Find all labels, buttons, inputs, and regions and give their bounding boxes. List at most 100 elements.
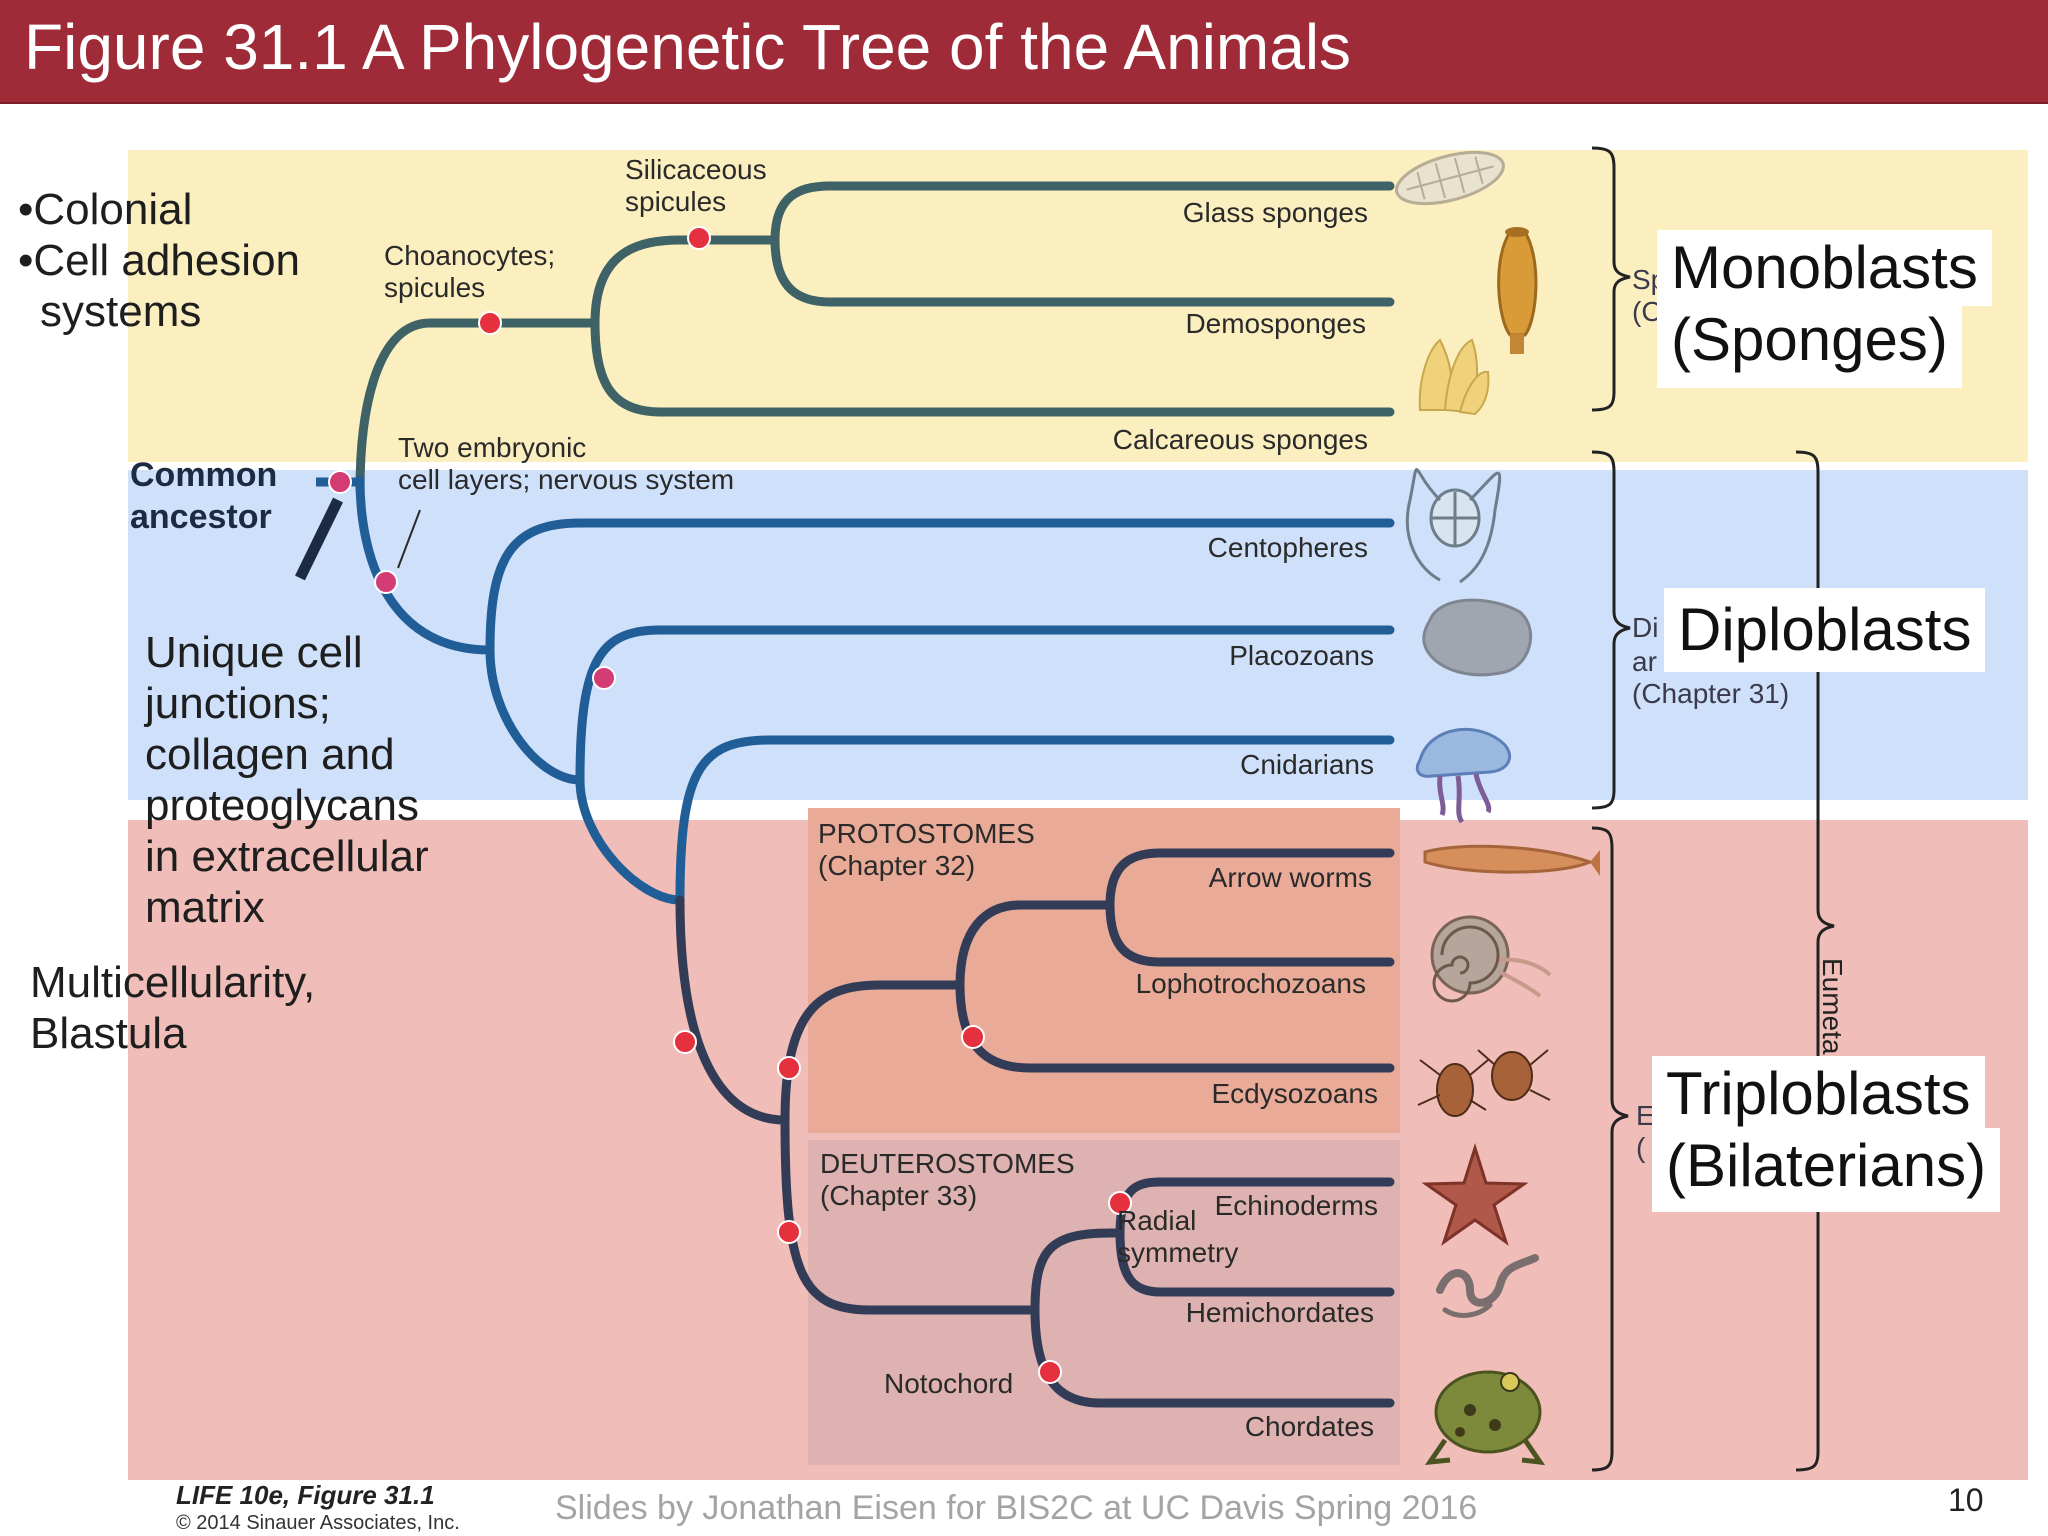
taxon-cnidarians: Cnidarians	[1240, 749, 1374, 780]
footer-book-title: LIFE 10e, Figure 31.1	[176, 1480, 435, 1510]
note-cell-adhesion-1: •Cell adhesion	[18, 236, 301, 285]
bracket-partial-diplo-3: (Chapter 31)	[1632, 678, 1790, 709]
branch-ambulacraria	[1030, 1228, 1125, 1315]
node-choanocytes	[478, 311, 502, 335]
diploblast-bracket	[1591, 450, 1631, 810]
note-cell-adhesion-2: systems	[40, 287, 202, 336]
triploblast-bracket	[1591, 826, 1629, 1472]
note-colonial: •Colonial	[18, 185, 193, 234]
common-ancestor-label-1: Common	[130, 456, 278, 494]
chordate-icon	[1424, 1370, 1546, 1466]
note-multicellularity-1: Multicellularity,	[30, 958, 316, 1007]
node-notochord	[1038, 1360, 1062, 1384]
node-radial-symmetry	[1108, 1191, 1132, 1215]
triploblasts-box-line1: Triploblasts	[1652, 1056, 1985, 1132]
branch-hemichordates	[1115, 1228, 1395, 1297]
ecdysozoan-icon	[1417, 1049, 1551, 1117]
echinoderm-icon	[1421, 1142, 1529, 1246]
trait-notochord: Notochord	[884, 1368, 1014, 1399]
node-common-ancestor	[328, 470, 352, 494]
footer-credit: Slides by Jonathan Eisen for BIS2C at UC…	[555, 1489, 1478, 1527]
branch-glass-demo	[770, 181, 1395, 245]
cnidarian-icon	[1415, 727, 1511, 824]
title-bar	[0, 0, 2048, 104]
taxon-arrow-worms: Arrow worms	[1208, 862, 1372, 893]
branch-echinoderms	[1115, 1177, 1395, 1238]
bracket-partial-diplo-2: ar	[1632, 646, 1657, 677]
node-placozoa	[592, 666, 616, 690]
branch-proto-inner	[955, 900, 1115, 990]
branch-arrow-worms	[1105, 848, 1395, 910]
trait-two-layers-pointer	[397, 509, 421, 569]
taxon-glass-sponges: Glass sponges	[1182, 197, 1368, 228]
branch-cnidarian-stem	[575, 775, 685, 905]
note-unique-junctions-6: matrix	[145, 883, 265, 932]
demosponge-icon	[1497, 227, 1538, 354]
trait-silicaceous-2: spicules	[625, 186, 727, 217]
diploblasts-box: Diploblasts	[1664, 588, 1986, 672]
slide-title: Figure 31.1 A Phylogenetic Tree of the A…	[24, 11, 1352, 83]
node-two-layers	[374, 570, 398, 594]
bracket-partial-diplo-1: Di	[1632, 612, 1659, 643]
taxon-chordates: Chordates	[1244, 1411, 1374, 1442]
branch-deuterostomes	[780, 1115, 1040, 1315]
protostome-box	[808, 808, 1400, 1133]
branch-demosponges	[770, 235, 1395, 307]
branch-cnidarians	[675, 735, 1395, 905]
trait-two-layers-2: cell layers; nervous system	[398, 464, 735, 495]
branch-sponge-clade	[590, 235, 780, 328]
page-number: 10	[1948, 1482, 1984, 1518]
trait-radial-2: symmetry	[1117, 1237, 1239, 1268]
branch-lophotrochozoans	[1105, 900, 1395, 967]
note-unique-junctions-4: proteoglycans	[145, 781, 419, 830]
bracket-partial-tri-1: E	[1636, 1100, 1655, 1131]
branch-eumetazoa	[485, 645, 585, 785]
node-deuterostomes	[777, 1220, 801, 1244]
deuterostome-box	[808, 1140, 1400, 1465]
note-unique-junctions-2: junctions;	[145, 679, 331, 728]
monoblasts-box-line2: (Sponges)	[1657, 302, 1962, 388]
triploblasts-box-line2: (Bilaterians)	[1652, 1128, 2001, 1212]
taxon-placozoans: Placozoans	[1229, 640, 1374, 671]
bracket-partial-tri-2: (	[1636, 1132, 1646, 1163]
lophotrochozoan-icon	[1430, 915, 1552, 1003]
note-unique-junctions-1: Unique cell	[145, 628, 363, 677]
ancestor-pointer	[295, 497, 343, 581]
placozoan-icon	[1422, 598, 1533, 677]
note-unique-junctions-5: in extracellular	[145, 832, 429, 881]
taxon-lophotrochozoans: Lophotrochozoans	[1135, 968, 1366, 999]
node-ecdysozoa	[961, 1025, 985, 1049]
calcareous-sponge-icon	[1418, 338, 1490, 416]
branch-ecdysozoans	[955, 980, 1395, 1073]
branch-bilateria	[675, 895, 790, 1125]
sponge-bracket	[1591, 146, 1631, 412]
eumetazoa-bracket	[1795, 450, 1835, 1472]
taxon-ctenophores: Centopheres	[1207, 532, 1368, 563]
branch-chordates	[1030, 1305, 1395, 1408]
branch-protostomes	[780, 980, 965, 1125]
trait-silicaceous-1: Silicaceous	[625, 154, 767, 185]
taxon-echinoderms: Echinoderms	[1214, 1190, 1378, 1221]
arrow-worm-icon	[1423, 844, 1600, 876]
bracket-partial-sponges-2: (C	[1632, 296, 1662, 327]
branch-calcareous	[590, 318, 1395, 417]
common-ancestor-label-2: ancestor	[130, 498, 272, 536]
eumetazoa-label: Eumeta:	[1817, 958, 1848, 1063]
ctenophore-icon	[1405, 468, 1502, 584]
branch-root-to-sponges	[355, 318, 600, 495]
node-silicaceous	[687, 226, 711, 250]
note-multicellularity-2: Blastula	[30, 1009, 187, 1058]
node-protostomes	[777, 1056, 801, 1080]
monoblasts-box-line1: Monoblasts	[1657, 230, 1992, 306]
trait-radial-1: Radial	[1117, 1205, 1197, 1236]
trait-choanocytes-1: Choanocytes;	[384, 240, 556, 271]
taxon-demosponges: Demosponges	[1185, 308, 1366, 339]
glass-sponge-icon	[1395, 150, 1505, 206]
branch-ctenophores	[485, 518, 1395, 655]
node-bilateria	[673, 1030, 697, 1054]
branch-root-lower	[355, 475, 495, 655]
taxon-ecdysozoans: Ecdysozoans	[1211, 1078, 1378, 1109]
taxon-calcareous-sponges: Calcareous sponges	[1112, 424, 1368, 455]
group-deuterostomes-1: DEUTEROSTOMES	[820, 1148, 1075, 1179]
